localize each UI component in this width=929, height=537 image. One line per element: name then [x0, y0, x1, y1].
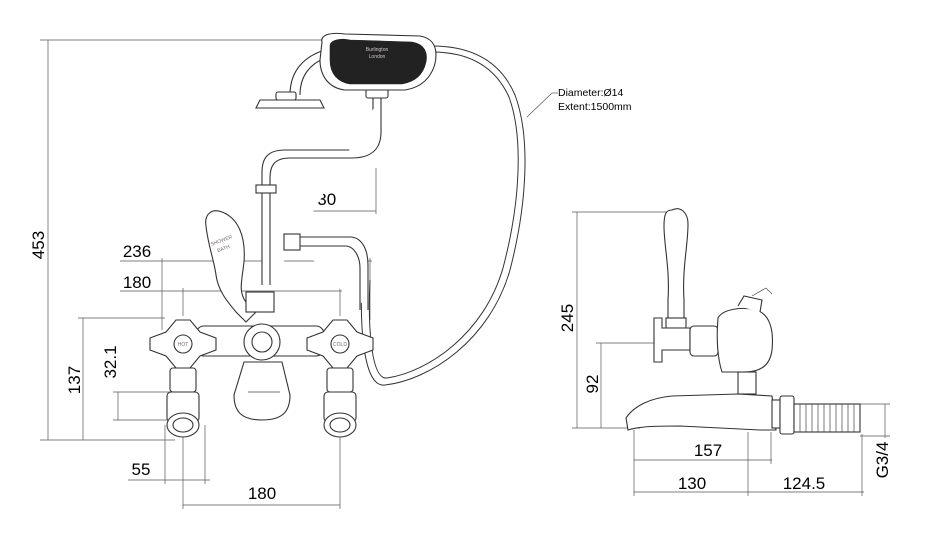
spout-projection-dimension: 157 [633, 430, 772, 496]
hot-handle-label: HOT [178, 342, 189, 348]
bottom-dimensions: 130 124.5 [634, 432, 864, 496]
hose-extent-label: Extent:1500mm [558, 101, 632, 113]
hot-handle: HOT [149, 319, 217, 438]
lever-label-bath: BATH [217, 244, 232, 254]
cold-handle-label: COLD [333, 342, 347, 348]
spout-height-label: 92 [583, 375, 602, 394]
valve-height-dimension: 137 [65, 317, 165, 440]
side-height-label: 245 [558, 304, 577, 332]
side-height-dimension: 245 [558, 211, 676, 429]
spout-height-dimension: 92 [583, 342, 660, 428]
diverter-lever: SHOWER BATH [205, 210, 257, 323]
spout-projection-label: 157 [694, 441, 722, 460]
hose-note: Diameter:Ø14 Extent:1500mm [526, 87, 632, 118]
inlet-height-label: 32.1 [101, 345, 120, 378]
shower-hose [360, 45, 526, 386]
hose-diameter-label: Diameter:Ø14 [558, 87, 624, 99]
handset-brand-city: London [369, 54, 386, 60]
spout-to-valve-label: 130 [678, 474, 706, 493]
overall-height-label: 453 [29, 231, 48, 259]
inlet-centres-dimension: 180 [182, 425, 341, 509]
handset: Burlington London [255, 32, 437, 109]
handset-brand-name: Burlington [366, 47, 389, 53]
front-view: 453 130 236 180 137 [29, 32, 632, 509]
inlet-height-dimension: 32.1 [101, 345, 178, 421]
handset-riser [255, 85, 389, 310]
thread-label: G3/4 [873, 442, 892, 479]
handle-centres-label: 180 [123, 273, 151, 292]
side-view: 245 92 157 130 124.5 G3/4 [558, 208, 892, 496]
shank-length-label: 124.5 [783, 474, 826, 493]
cold-handle: COLD [306, 319, 374, 438]
inlet-width-dimension: 55 [128, 425, 210, 484]
side-tap-body [625, 208, 861, 435]
thread-dimension: G3/4 [860, 403, 892, 479]
valve-body [195, 291, 325, 421]
inlet-centres-label: 180 [248, 484, 276, 503]
total-width-label: 236 [123, 242, 151, 261]
valve-height-label: 137 [65, 366, 84, 394]
inlet-width-label: 55 [132, 460, 151, 479]
